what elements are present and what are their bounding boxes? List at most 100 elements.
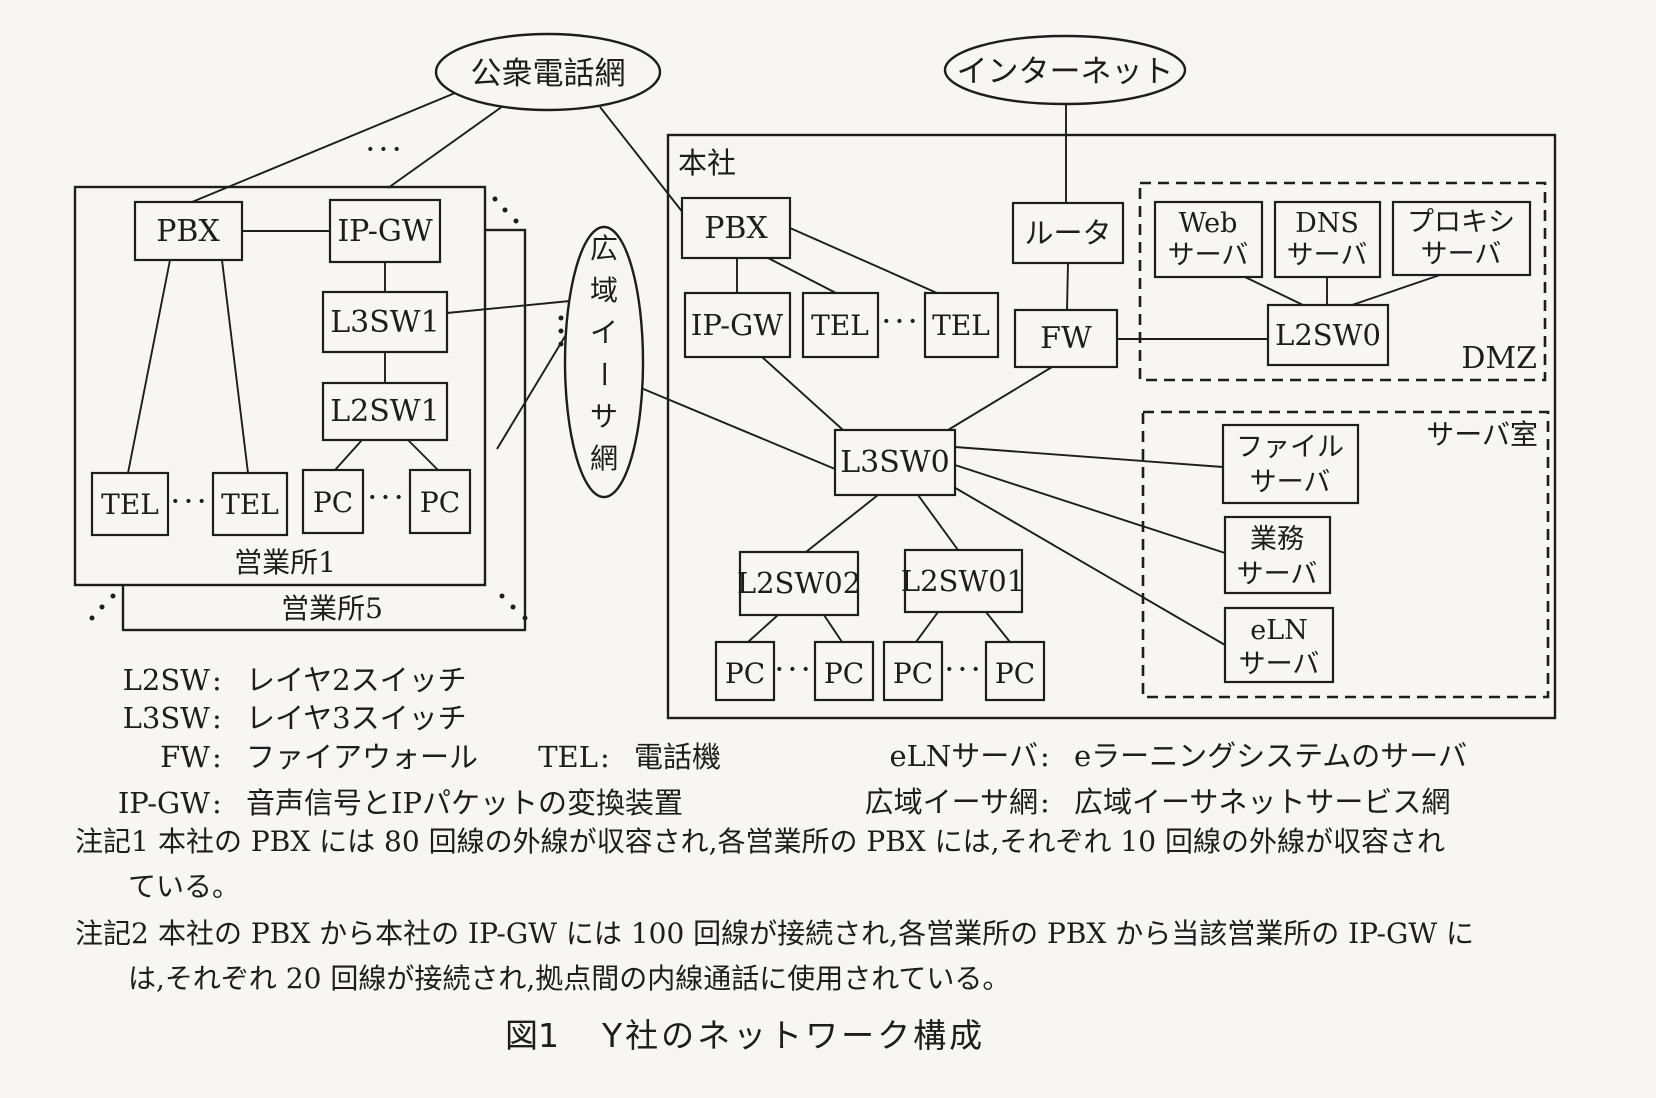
office-ipgw-box	[328, 198, 442, 264]
link-pstn-office5	[387, 105, 504, 189]
legend-sep-4: :	[212, 786, 222, 820]
dns-server-box	[1273, 200, 1382, 279]
hq-l3sw0-label: L3SW0	[840, 445, 949, 480]
note2-label: 注記2	[75, 917, 149, 950]
biz-server-label-1: 業務	[1250, 524, 1304, 555]
dns-server-label-2: サーバ	[1287, 240, 1368, 271]
proxy-server-label-1: プロキシ	[1407, 207, 1515, 238]
link-office-pbx-tel1	[127, 259, 171, 474]
office-pbx-box	[133, 200, 244, 262]
legend-desc-l3sw: レイヤ3スイッチ	[246, 701, 467, 735]
legend-term-tel: TEL	[538, 740, 598, 774]
office5-label: 営業所5	[281, 592, 383, 625]
office-l2sw1-box	[321, 381, 449, 442]
link-proxy-l2sw0	[1351, 274, 1441, 306]
office1-devices: PBX IP-GW L3SW1 L2SW1 TEL TEL PC PC 営業所1…	[90, 198, 472, 625]
office-pc1-label: PC	[313, 486, 353, 519]
link-l3sw0-l2sw01	[917, 494, 959, 551]
hq-tel2-label: TEL	[932, 309, 990, 342]
wan-char-2: 域	[590, 274, 618, 307]
stack-dots	[89, 196, 564, 621]
link-l3sw0-eln-server	[951, 485, 1226, 646]
hq-l2sw01-box	[903, 548, 1024, 614]
hq-l2sw01-label: L2SW01	[901, 564, 1025, 598]
wan-char-6: 網	[590, 442, 618, 475]
office-pc-ellipsis: ···	[367, 478, 407, 516]
office-stack-dots-bottom-right	[499, 593, 505, 599]
hq-pc4-label: PC	[995, 657, 1035, 690]
proxy-server-box	[1391, 200, 1532, 277]
link-l2sw01-pc4	[985, 611, 1011, 643]
link-pstn-hq-pbx	[599, 106, 685, 215]
hq-devices: 本社 PBX ルータ IP-GW TEL TEL FW L3SW0 L2SW02…	[678, 146, 1125, 702]
office-l2sw1-label: L2SW1	[330, 394, 439, 429]
note1-label: 注記1	[75, 825, 149, 858]
legend-desc-wan: 広域イーサネットサービス網	[1074, 785, 1450, 819]
legend: L2SW : レイヤ2スイッチ L3SW : レイヤ3スイッチ FW : ファイ…	[118, 663, 1467, 820]
file-server-label-1: ファイル	[1236, 432, 1344, 463]
office-ipgw-label: IP-GW	[337, 214, 432, 249]
legend-desc-fw: ファイアウォール	[246, 740, 478, 774]
legend-sep-5: :	[600, 740, 610, 774]
link-office-l2sw1-pc2	[407, 439, 439, 471]
link-l3sw0-file-server	[954, 446, 1224, 468]
internet-cloud-label: インターネット	[957, 54, 1174, 90]
link-l3sw0-l2sw02	[805, 494, 879, 553]
notes: 注記1 本社の PBX には 80 回線の外線が収容され,各営業所の PBX に…	[75, 825, 1474, 995]
wan-char-4: ー	[587, 360, 620, 388]
hq-l2sw02-box	[738, 550, 860, 617]
l2sw0-label: L2SW0	[1275, 318, 1381, 352]
hq-ipgw-label: IP-GW	[691, 308, 783, 342]
server-room-devices: サーバ室 ファイル サーバ 業務 サーバ eLN サーバ	[1221, 418, 1538, 684]
link-hq-pbx-tel2	[789, 227, 938, 294]
office-tel2-box	[211, 471, 289, 537]
biz-server-box	[1223, 515, 1332, 595]
legend-term-ipgw: IP-GW	[118, 786, 210, 820]
hq-pc3-box	[882, 640, 944, 702]
office-stack-dots-bottom-left	[110, 593, 116, 599]
legend-sep-7: :	[1040, 785, 1050, 819]
link-office-l2sw1-pc1	[334, 439, 363, 471]
wan-char-3: イ	[590, 316, 618, 349]
link-hq-ipgw-l3sw0	[761, 356, 844, 431]
hq-tel2-box	[923, 291, 1000, 359]
link-router-fw	[1066, 262, 1069, 311]
hq-router-box	[1011, 201, 1125, 265]
caption-label: 図1	[505, 1016, 559, 1055]
internet-cloud	[943, 34, 1187, 106]
web-server-label-1: Web	[1179, 208, 1238, 239]
office-stack-dots-top	[492, 196, 498, 202]
legend-term-l2sw: L2SW	[123, 663, 211, 697]
link-l2sw02-pc2	[823, 614, 843, 643]
dns-server-label-1: DNS	[1295, 208, 1359, 239]
link-web-l2sw0	[1244, 276, 1304, 306]
hq-ipgw-box	[683, 291, 792, 359]
legend-term-eln: eLNサーバ	[889, 739, 1038, 773]
note2-line2: は,それぞれ 20 回線が接続され,拠点間の内線通話に使用されている。	[128, 962, 1010, 995]
wan-label: 広 域 イ ー サ 網	[587, 232, 620, 475]
hq-tel1-label: TEL	[811, 309, 869, 342]
office-l3sw1-label: L3SW1	[330, 305, 439, 340]
legend-sep-2: :	[212, 701, 222, 735]
eln-server-label-1: eLN	[1250, 615, 1308, 646]
note1-line1: 本社の PBX には 80 回線の外線が収容され,各営業所の PBX には,それ…	[158, 825, 1445, 858]
legend-term-l3sw: L3SW	[123, 701, 211, 735]
legend-term-fw: FW	[160, 740, 210, 774]
link-pstn-office1-pbx	[191, 92, 456, 203]
link-l3sw0-biz-server	[954, 464, 1226, 554]
link-l2sw02-pc1	[747, 614, 779, 643]
file-server-label-2: サーバ	[1250, 467, 1331, 498]
office-tel1-label: TEL	[101, 488, 159, 521]
legend-desc-eln: eラーニングシステムのサーバ	[1074, 739, 1467, 773]
pstn-cloud	[434, 32, 662, 112]
eln-server-label-2: サーバ	[1239, 649, 1320, 680]
dmz-zone	[1138, 181, 1547, 382]
note1-line2: ている。	[128, 870, 240, 903]
l2sw0-box	[1266, 303, 1390, 367]
office-tel-ellipsis: ···	[170, 482, 210, 520]
hq-fw-box	[1013, 308, 1119, 369]
wan-vertical-dots	[558, 315, 564, 321]
web-server-label-2: サーバ	[1168, 240, 1249, 271]
link-l2sw01-pc3	[915, 611, 939, 643]
